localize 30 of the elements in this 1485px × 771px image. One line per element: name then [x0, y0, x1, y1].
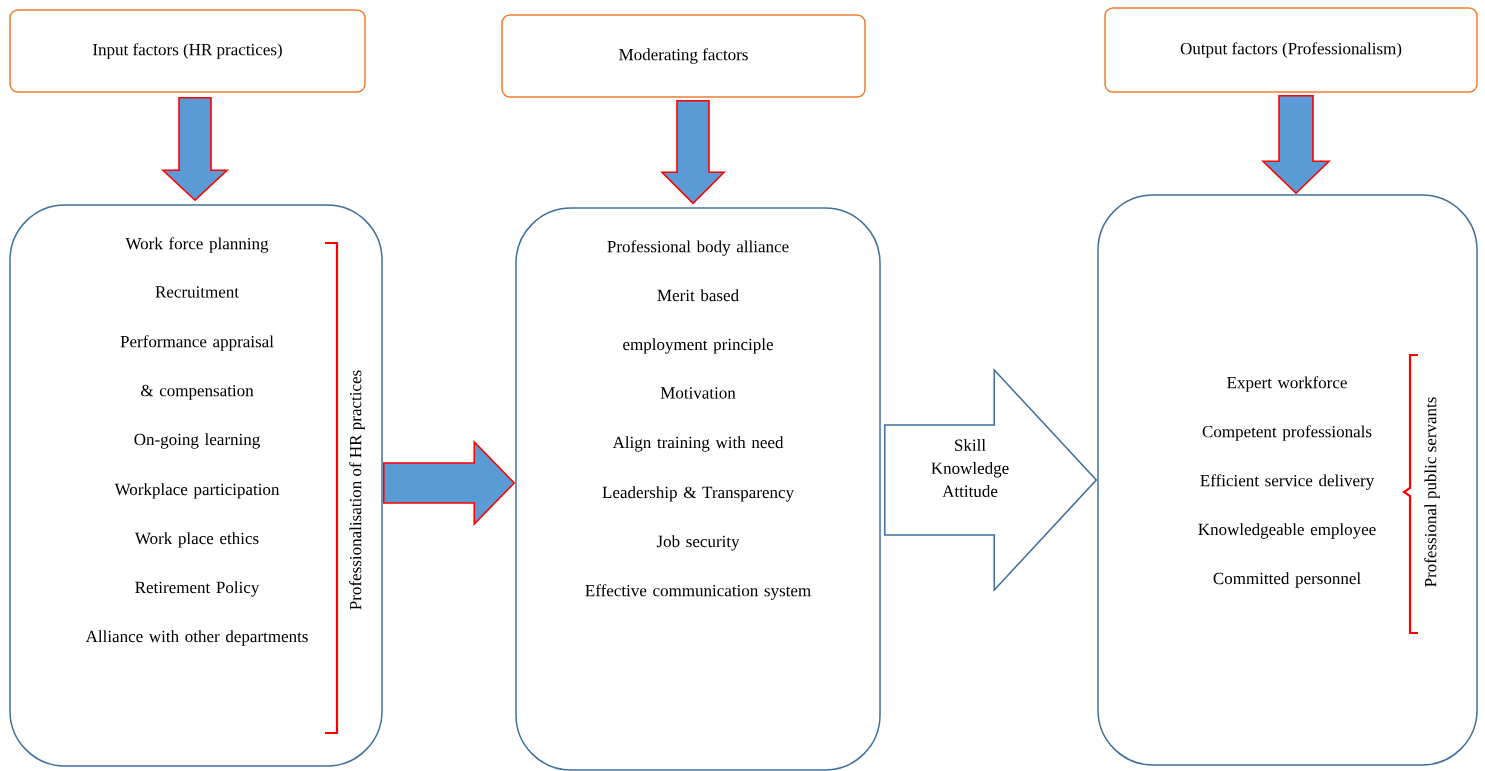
list-item: Performance appraisal & compensation	[120, 335, 274, 400]
list-item: Work place ethics	[134, 532, 259, 548]
list-item: On-going learning	[134, 433, 260, 449]
list-item: Retirement Policy	[135, 581, 260, 597]
list-item: Job security	[656, 535, 740, 551]
list-item: Work force planning	[125, 237, 269, 253]
list-item: Motivation	[660, 387, 736, 399]
list-item: Professional body alliance	[607, 240, 789, 256]
list-item: Workplace participation	[114, 483, 280, 499]
list-item: Leadership & Transparency	[602, 486, 794, 502]
list-item: Expert workforce	[1227, 376, 1347, 392]
list-item: Alliance with other departments	[85, 630, 308, 646]
block-arrow	[382, 440, 516, 526]
edge-label: Skill Knowledge Attitude	[919, 438, 1021, 498]
list-item: Knowledgeable employee	[1198, 523, 1376, 539]
list-item: Competent professionals	[1202, 425, 1372, 441]
header-box: Input factors (HR practices)	[9, 9, 366, 93]
header-box: Output factors (Professionalism)	[1104, 7, 1478, 93]
list-item: Recruitment	[155, 286, 239, 298]
vertical-label: Professionalisation of HR practices	[349, 370, 365, 610]
list-item: Efficient service delivery	[1200, 474, 1375, 490]
header-box: Moderating factors	[501, 14, 866, 98]
vertical-label: Professional public servants	[1424, 397, 1440, 587]
list-item: Merit based employment principle	[623, 289, 773, 354]
list-item: Align training with need	[612, 436, 784, 452]
block-arrow	[160, 96, 230, 202]
block-arrow	[660, 99, 726, 205]
block-arrow	[1261, 94, 1331, 195]
list-item: Committed personnel	[1213, 572, 1361, 588]
list-item: Effective communication system	[585, 584, 811, 600]
